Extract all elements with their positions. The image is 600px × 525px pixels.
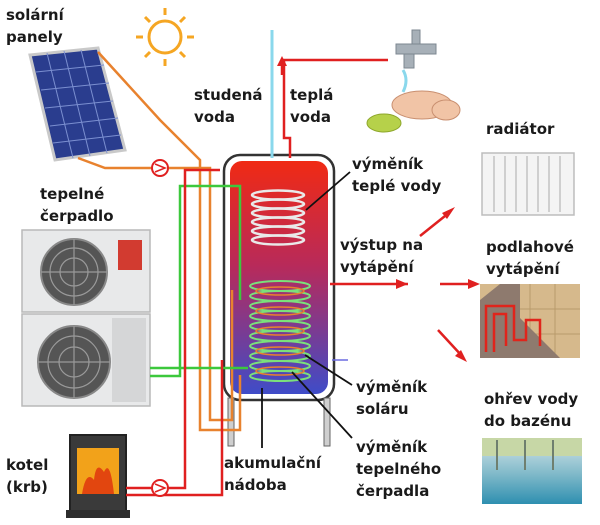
label-floor-heating: podlahové vytápění <box>486 236 574 280</box>
floor-heating-icon <box>480 284 580 358</box>
label-line: tepelného <box>356 460 442 478</box>
solar-pump-icon <box>151 159 169 177</box>
label-solar-panels: solární panely <box>6 4 64 48</box>
label-line: výstup na <box>340 236 424 254</box>
solar-pipes <box>77 51 242 432</box>
label-heating-outlet: výstup na vytápění <box>340 234 423 278</box>
solar-panel-icon <box>28 46 127 162</box>
heat-pump-pipes <box>150 184 248 378</box>
label-radiator: radiátor <box>486 118 554 140</box>
label-line: panely <box>6 28 63 46</box>
label-line: voda <box>194 108 235 126</box>
label-line: výměník <box>352 155 424 173</box>
solar-coil-inner <box>255 286 305 376</box>
arrow-heads <box>277 56 480 362</box>
label-line: tepelné <box>40 185 105 203</box>
label-solar-exchanger: výměník soláru <box>356 376 427 420</box>
label-line: vytápění <box>340 258 414 276</box>
label-line: vytápění <box>486 260 560 278</box>
label-line: kotel <box>6 456 49 474</box>
label-line: čerpadla <box>356 482 430 500</box>
pool-icon <box>482 438 582 504</box>
boiler-pump-icon <box>151 479 169 497</box>
label-line: radiátor <box>486 120 555 138</box>
leader-lines <box>261 171 353 448</box>
label-pool-heating: ohřev vody do bazénu <box>484 388 578 432</box>
label-line: podlahové <box>486 238 574 256</box>
label-hot-water: teplá voda <box>290 84 333 128</box>
label-line: výměník <box>356 378 428 396</box>
sun-icon <box>136 8 194 66</box>
label-line: studená <box>194 86 263 104</box>
label-line: výměník <box>356 438 428 456</box>
label-storage-tank: akumulační nádoba <box>224 452 321 496</box>
label-heat-pump: tepelné čerpadlo <box>40 183 114 227</box>
washing-hands-icon <box>366 90 461 133</box>
label-line: solární <box>6 6 64 24</box>
water-tap-icon <box>395 29 437 93</box>
label-boiler: kotel (krb) <box>6 454 48 498</box>
hot-water-coil <box>250 189 306 246</box>
label-heat-pump-exchanger: výměník tepelného čerpadla <box>356 436 441 502</box>
label-cold-water: studená voda <box>194 84 263 128</box>
label-line: (krb) <box>6 478 48 496</box>
hot-water-pipe <box>282 58 388 158</box>
label-line: teplá <box>290 86 334 104</box>
label-line: nádoba <box>224 476 287 494</box>
solar-heat-pump-coil <box>249 280 311 382</box>
label-line: akumulační <box>224 454 322 472</box>
label-line: ohřev vody <box>484 390 579 408</box>
label-hot-water-exchanger: výměník teplé vody <box>352 153 441 197</box>
label-line: čerpadlo <box>40 207 114 225</box>
label-line: teplé vody <box>352 177 442 195</box>
fireplace-icon <box>66 434 130 518</box>
label-line: soláru <box>356 400 409 418</box>
heat-pump-icon <box>21 229 151 407</box>
label-line: voda <box>290 108 331 126</box>
radiator-icon <box>481 152 575 216</box>
label-line: do bazénu <box>484 412 572 430</box>
